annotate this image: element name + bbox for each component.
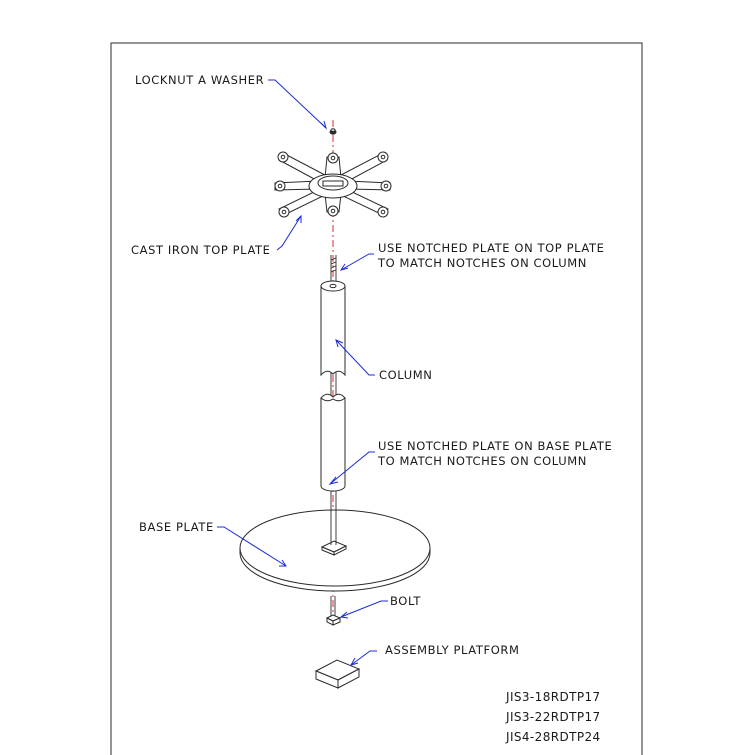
label-column: COLUMN xyxy=(379,368,432,382)
label-cast-iron-top-plate: CAST IRON TOP PLATE xyxy=(131,243,271,257)
model-code: JIS4-28RDTP24 xyxy=(505,730,601,744)
notched-base-plate xyxy=(320,540,348,556)
locknut-washer xyxy=(329,128,337,135)
leader-lines xyxy=(217,79,388,666)
label-bolt: BOLT xyxy=(390,594,421,608)
column-lower xyxy=(320,393,346,492)
drawing-border xyxy=(110,42,643,755)
label-notched-base-line2: TO MATCH NOTCHES ON COLUMN xyxy=(377,454,587,468)
bolt xyxy=(325,596,342,626)
model-code: JIS3-22RDTP17 xyxy=(505,710,601,724)
label-assembly-platform: ASSEMBLY PLATFORM xyxy=(385,643,520,657)
column-upper xyxy=(320,280,346,377)
label-locknut-washer: LOCKNUT A WASHER xyxy=(135,73,264,87)
label-base-plate: BASE PLATE xyxy=(139,520,214,534)
label-notched-top-line2: TO MATCH NOTCHES ON COLUMN xyxy=(377,256,587,270)
label-notched-base-line1: USE NOTCHED PLATE ON BASE PLATE xyxy=(378,439,612,453)
assembly-platform xyxy=(314,659,361,689)
base-plate xyxy=(239,509,431,592)
label-notched-top-line1: USE NOTCHED PLATE ON TOP PLATE xyxy=(378,241,604,255)
cast-iron-top-plate xyxy=(274,151,392,218)
model-code: JIS3-18RDTP17 xyxy=(505,690,601,704)
